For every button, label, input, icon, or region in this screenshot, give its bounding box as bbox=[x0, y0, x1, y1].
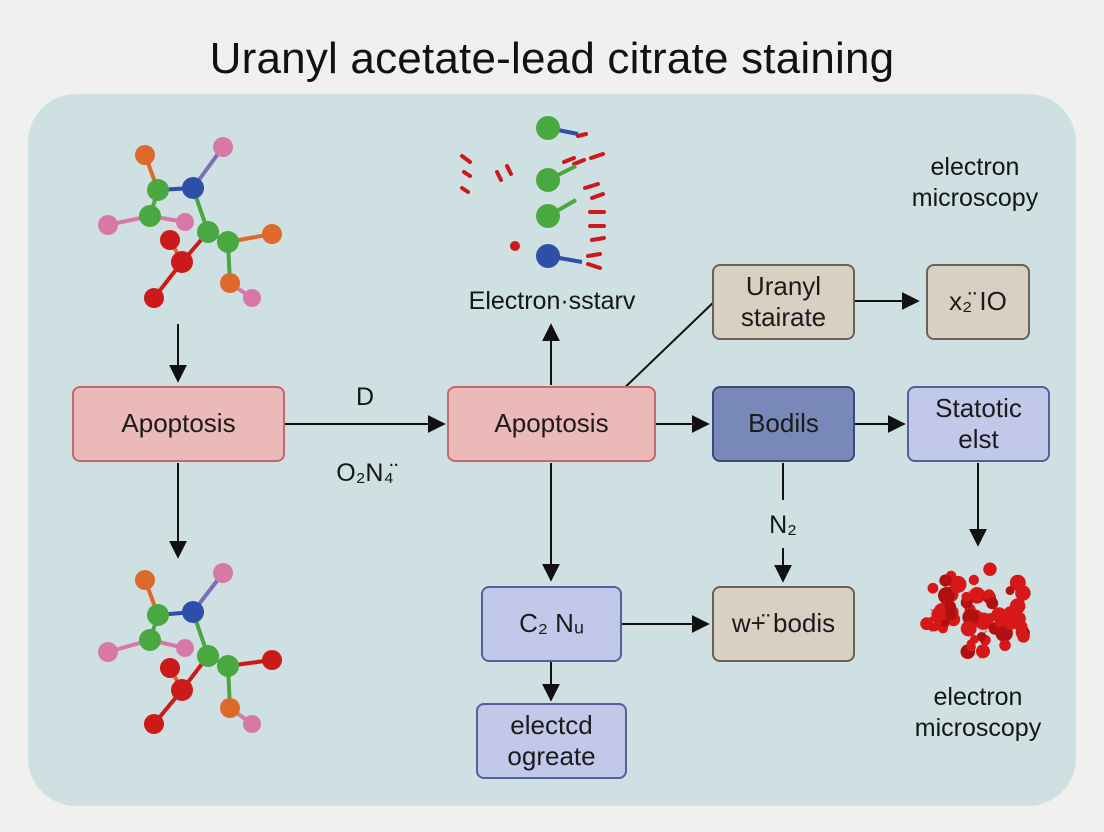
apoptosis-left-node: Apoptosis bbox=[72, 386, 285, 462]
cluster-particle bbox=[960, 620, 977, 637]
cluster-particle bbox=[961, 591, 972, 602]
red-cluster-icon bbox=[920, 562, 1031, 660]
edge-label-n2: N₂ bbox=[769, 511, 797, 539]
cluster-particle bbox=[968, 574, 979, 586]
electcd-ogreate-node: electcd ogreate bbox=[476, 703, 627, 779]
cluster-particle bbox=[1013, 597, 1025, 610]
cluster-particle bbox=[999, 639, 1011, 652]
cluster-particle bbox=[969, 635, 979, 644]
diagram-title: Uranyl acetate-lead citrate staining bbox=[209, 34, 895, 83]
cluster-particle bbox=[968, 587, 986, 604]
electron-stary-label: Electron·sstarv bbox=[468, 287, 636, 315]
molecule-icon bbox=[98, 137, 282, 308]
edge-label-o2n4: O₂N₄̈ bbox=[336, 459, 394, 487]
cluster-particle bbox=[937, 587, 955, 605]
cluster-particle bbox=[920, 617, 934, 631]
bodils-node: Bodils bbox=[712, 386, 855, 462]
c2-nu-node: C₂ Nᵤ bbox=[481, 586, 622, 662]
apoptosis-center-node: Apoptosis bbox=[447, 386, 656, 462]
cluster-particle bbox=[966, 642, 976, 652]
cluster-particle bbox=[986, 597, 999, 610]
cluster-particle bbox=[976, 644, 990, 659]
cluster-particle bbox=[976, 632, 987, 642]
cluster-particle bbox=[985, 613, 996, 623]
x2-io-node: x₂̈ IO bbox=[926, 264, 1030, 340]
ion-particles-icon bbox=[460, 116, 606, 270]
uranyl-stairate-node: Uranyl stairate bbox=[712, 264, 855, 340]
electron-microscopy-bottom-label: electron microscopy bbox=[914, 683, 1042, 743]
cluster-particle bbox=[944, 600, 956, 613]
cluster-particle bbox=[994, 618, 1004, 628]
cluster-particle bbox=[983, 562, 997, 576]
cluster-particle bbox=[927, 582, 939, 594]
cluster-particle bbox=[1005, 613, 1016, 624]
cluster-particle bbox=[1014, 620, 1028, 633]
cluster-particle bbox=[991, 607, 1007, 623]
cluster-particle bbox=[1009, 574, 1026, 591]
cluster-particle bbox=[949, 575, 967, 593]
edge-label-d: D bbox=[355, 383, 375, 411]
cluster-particle bbox=[1017, 630, 1030, 643]
cluster-particle bbox=[939, 574, 952, 587]
w-bodis-node: w+̈ bodis bbox=[712, 586, 855, 662]
molecule-icon bbox=[98, 563, 282, 734]
arrow bbox=[616, 297, 719, 396]
electron-microscopy-top-label: electron microscopy bbox=[911, 153, 1039, 213]
statotic-elst-node: Statotic elst bbox=[907, 386, 1050, 462]
